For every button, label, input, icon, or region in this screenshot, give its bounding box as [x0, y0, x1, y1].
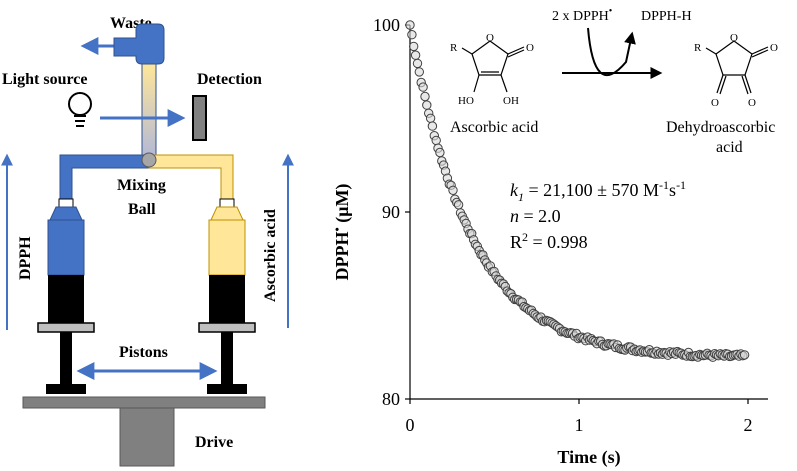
k1-unit-exp2: -1 — [676, 178, 686, 192]
dehydro-carbonyl-o-left: O — [711, 97, 719, 109]
k1-unit-s: s — [669, 180, 676, 200]
mixing-ball — [141, 152, 157, 168]
y-axis-label-unit: (μM) — [332, 184, 353, 228]
data-point — [422, 100, 432, 110]
curved-reagent-arrow — [587, 27, 636, 76]
n-annotation: n = 2.0 — [510, 206, 561, 226]
x-tick-label: 1 — [575, 415, 584, 435]
y-axis-label-main: DPPH — [332, 231, 352, 280]
dehydro-carbonyl-o-right: O — [770, 42, 778, 54]
r2-exp: 2 — [522, 230, 528, 244]
dpph-syringe — [37, 198, 95, 394]
detection-label: Detection — [197, 71, 262, 88]
dehydro-ring-o: O — [730, 32, 738, 44]
ascorbic-oh: OH — [503, 95, 519, 107]
x-tick-label: 2 — [744, 415, 753, 435]
product-byproduct-label: DPPH-H — [641, 9, 692, 24]
data-point — [448, 185, 458, 196]
r2-symbol: R — [510, 232, 522, 252]
dehydroascorbic-acid-structure — [705, 40, 769, 95]
data-point — [435, 147, 445, 158]
light-source-label: Light source — [2, 71, 87, 88]
data-point — [410, 50, 421, 60]
apparatus-diagram: Waste Light source Detection Mixing Ball — [0, 15, 294, 467]
dpph-label: DPPH — [17, 236, 34, 280]
ascorbic-carbonyl-o: O — [526, 42, 534, 54]
detector-block — [192, 95, 207, 141]
r2-annotation: R2 = 0.998 — [510, 230, 588, 252]
k1-annotation: k1 = 21,100 ± 570 M-1s-1 — [510, 178, 686, 204]
reagent-label: 2 x DPPH• — [552, 6, 612, 24]
mixing-ball-label-line1: Mixing — [117, 177, 166, 194]
data-point — [405, 20, 415, 30]
k1-subscript: 1 — [518, 190, 524, 204]
ascorbic-ho: HO — [458, 95, 474, 107]
reaction-scheme: R O O HO OH Ascorbic acid 2 x DPPH• DPPH… — [450, 6, 778, 156]
data-points — [405, 20, 750, 362]
observation-tube — [141, 63, 157, 157]
y-axis-label: DPPH• (μM) — [330, 184, 353, 281]
drive-stem — [119, 407, 175, 467]
ascorbic-r-label: R — [450, 42, 458, 54]
k1-symbol: k — [510, 180, 519, 200]
k1-value: = 21,100 ± 570 M — [524, 180, 659, 200]
dehydroascorbic-name-line1: Dehydroascorbic — [666, 119, 775, 136]
y-axis-label-dot: • — [330, 227, 344, 231]
data-point — [418, 82, 428, 92]
y-axis-ticks: 80 90 100 — [373, 15, 410, 409]
lightbulb-icon — [68, 92, 92, 127]
ascorbic-acid-structure — [461, 40, 525, 93]
y-tick-label: 80 — [382, 389, 400, 409]
dehydro-r-label: R — [694, 42, 702, 54]
data-point — [409, 41, 419, 52]
data-point — [414, 67, 424, 77]
mixing-ball-label-line2: Ball — [128, 201, 156, 218]
drive-platform — [22, 396, 266, 409]
n-value: = 2.0 — [519, 206, 561, 226]
dehydroascorbic-name-line2: acid — [716, 139, 743, 156]
pistons-label: Pistons — [119, 344, 168, 361]
dehydro-carbonyl-o-mid: O — [748, 97, 756, 109]
ascorbic-ring-o: O — [486, 32, 494, 44]
y-tick-label: 90 — [382, 202, 400, 222]
data-point — [739, 350, 750, 360]
reagent-label-dot: • — [609, 6, 613, 17]
data-point — [431, 135, 441, 146]
data-point — [412, 58, 423, 69]
data-point — [420, 91, 430, 102]
n-symbol: n — [510, 206, 519, 226]
drive-label: Drive — [195, 434, 233, 451]
data-point — [425, 113, 436, 124]
reagent-label-text: 2 x DPPH — [552, 9, 609, 24]
ascorbic-acid-name: Ascorbic acid — [450, 119, 538, 136]
x-axis-label: Time (s) — [557, 447, 620, 468]
data-point — [407, 30, 417, 40]
data-point — [427, 121, 438, 131]
x-axis-ticks: 0 1 2 — [406, 399, 753, 435]
y-tick-label: 100 — [373, 15, 400, 35]
waste-outlet-block — [113, 23, 165, 65]
r2-value: = 0.998 — [528, 232, 588, 252]
data-point — [453, 200, 464, 210]
ascorbic-acid-syringe — [198, 198, 256, 394]
x-tick-label: 0 — [406, 415, 415, 435]
ascorbic-acid-label: Ascorbic acid — [262, 209, 279, 302]
k1-unit-exp1: -1 — [659, 178, 669, 192]
